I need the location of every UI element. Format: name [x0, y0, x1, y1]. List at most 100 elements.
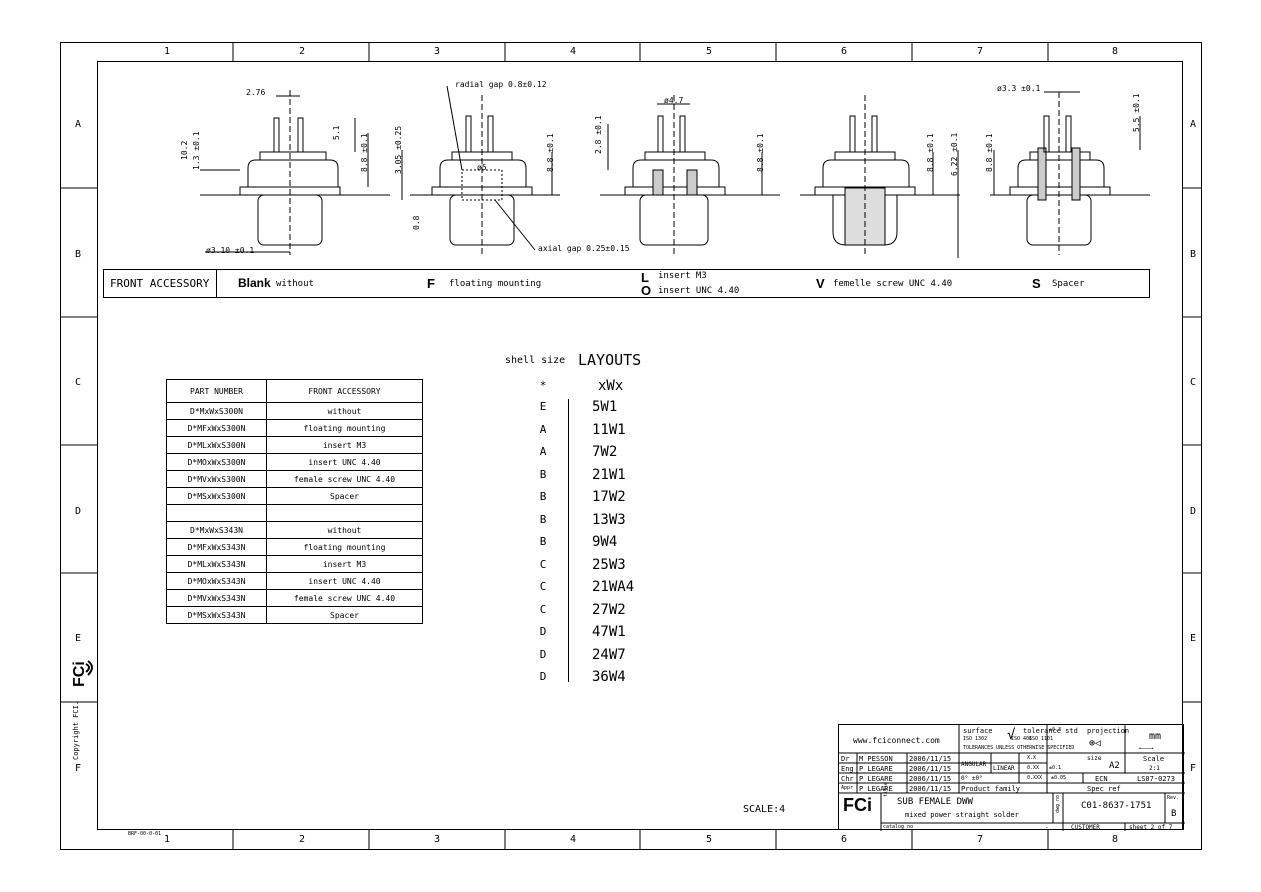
table-cell: without: [266, 402, 423, 420]
accessory-code: S: [1032, 276, 1041, 291]
angular-value: 0° ±0°: [961, 775, 983, 782]
layout-shell: B: [539, 512, 547, 526]
rev-value: B: [1171, 809, 1177, 819]
col-marker: 6: [840, 46, 848, 57]
dimension-label: 2.8 ±0.1: [594, 115, 603, 154]
tol-iso-1: ISO 406: [1011, 736, 1033, 742]
layout-shell: B: [539, 467, 547, 481]
table-cell: D*MVxWxS300N: [166, 470, 267, 488]
dimension-label: 10.2: [180, 140, 189, 160]
dimension-label: 8.8 ±0.1: [546, 133, 555, 172]
person-name: P LEGARE: [859, 765, 893, 773]
fci-logo: FCi: [843, 795, 872, 815]
row-marker: C: [1189, 377, 1197, 388]
layout-shell: C: [539, 557, 547, 571]
layout-code: 7W2: [592, 444, 618, 460]
layouts-title: LAYOUTS: [578, 351, 642, 369]
tol-value: X.X: [1027, 755, 1037, 761]
table-cell: D*MSxWxS343N: [166, 606, 267, 624]
catalog-label: catalog no: [883, 824, 914, 830]
sheet-number: sheet 2 of 7: [1129, 824, 1173, 831]
drawing-title: SUB FEMALE DWW: [897, 797, 973, 807]
person-date: 2006/11/15: [909, 765, 952, 773]
dimension-label: 1.3 ±0.1: [192, 131, 201, 170]
layout-code: 36W4: [592, 669, 626, 685]
spec-ref-label: Spec ref: [1087, 785, 1121, 793]
dimension-label: 6.22 ±0.1: [950, 132, 959, 176]
accessory-code: L: [641, 270, 649, 285]
linear-label: LINEAR: [993, 765, 1015, 772]
layout-code: 24W7: [592, 646, 626, 663]
col-marker: 4: [569, 46, 577, 57]
person-name: P LEGARE: [859, 785, 893, 793]
layout-code: 5W1: [592, 399, 618, 415]
layout-shell: B: [539, 535, 547, 548]
table-row: [166, 504, 423, 522]
projection-icon: ⊕◁: [1089, 738, 1102, 749]
role-label: Appr: [841, 785, 854, 791]
person-date: 2006/11/15: [909, 785, 952, 793]
row-marker: C: [74, 377, 82, 388]
dimension-label: radial gap 0.8±0.12: [455, 80, 547, 89]
col-marker: 1: [163, 46, 171, 57]
layout-shell: E: [539, 400, 547, 413]
col-marker: 2: [298, 834, 306, 845]
col-marker: 7: [976, 46, 984, 57]
table-cell: [266, 504, 423, 522]
col-marker: 8: [1111, 46, 1119, 57]
layout-code: 9W4: [592, 534, 618, 550]
table-cell: floating mounting: [266, 538, 423, 556]
connector-view-insert: [600, 95, 780, 255]
surface-iso: ISO 1302: [963, 736, 988, 742]
layout-code: 11W1: [592, 421, 626, 438]
row-marker: B: [1189, 249, 1197, 260]
table-cell: female screw UNC 4.40: [266, 470, 423, 488]
row-marker: E: [1189, 633, 1197, 644]
layouts-divider: [568, 399, 569, 682]
table-cell: [166, 504, 267, 522]
units: mm: [1149, 731, 1162, 742]
table-cell: D*MxWxS300N: [166, 402, 267, 420]
layout-code: 47W1: [592, 624, 626, 640]
accessory-code: O: [641, 283, 652, 298]
layout-code: 25W3: [592, 556, 626, 573]
tol-value: ±0.05: [1051, 775, 1067, 781]
fci-logo-text: FCi: [71, 661, 88, 687]
accessory-desc: insert M3: [658, 271, 707, 281]
table-cell: Spacer: [266, 606, 423, 624]
table-cell: insert M3: [266, 436, 423, 454]
accessory-desc: femelle screw UNC 4.40: [833, 279, 953, 289]
row-marker: A: [1189, 119, 1197, 130]
accessory-bar-title: FRONT ACCESSORY: [110, 277, 210, 290]
dimension-label: ø3.3 ±0.1: [997, 84, 1041, 93]
col-marker: 6: [840, 834, 848, 845]
col-marker: 2: [298, 46, 306, 57]
tol-value: ±0.3: [1049, 727, 1062, 733]
table-cell: D*MFxWxS343N: [166, 538, 267, 556]
tol-value: 0.XXX: [1027, 775, 1043, 781]
accessory-code: V: [816, 276, 825, 291]
accessory-desc: insert UNC 4.40: [658, 286, 740, 296]
connector-view-floating: [401, 85, 560, 255]
corner-code: BRF-00-0-01: [128, 831, 162, 837]
dimension-label: ø3.10 ±0.1: [206, 246, 255, 255]
surface-label: surface: [963, 727, 993, 735]
layout-shell-header: *: [539, 379, 547, 392]
col-marker: 3: [433, 46, 441, 57]
table-cell: D*MVxWxS343N: [166, 589, 267, 607]
copyright-text: Copyright FCI.: [72, 700, 80, 760]
layout-code: 17W2: [592, 489, 626, 505]
dimension-label: axial gap 0.25±0.15: [538, 244, 630, 253]
person-date: 2006/11/15: [909, 755, 952, 763]
accessory-desc: without: [276, 279, 314, 289]
rev-label: Rev.: [1167, 795, 1180, 801]
